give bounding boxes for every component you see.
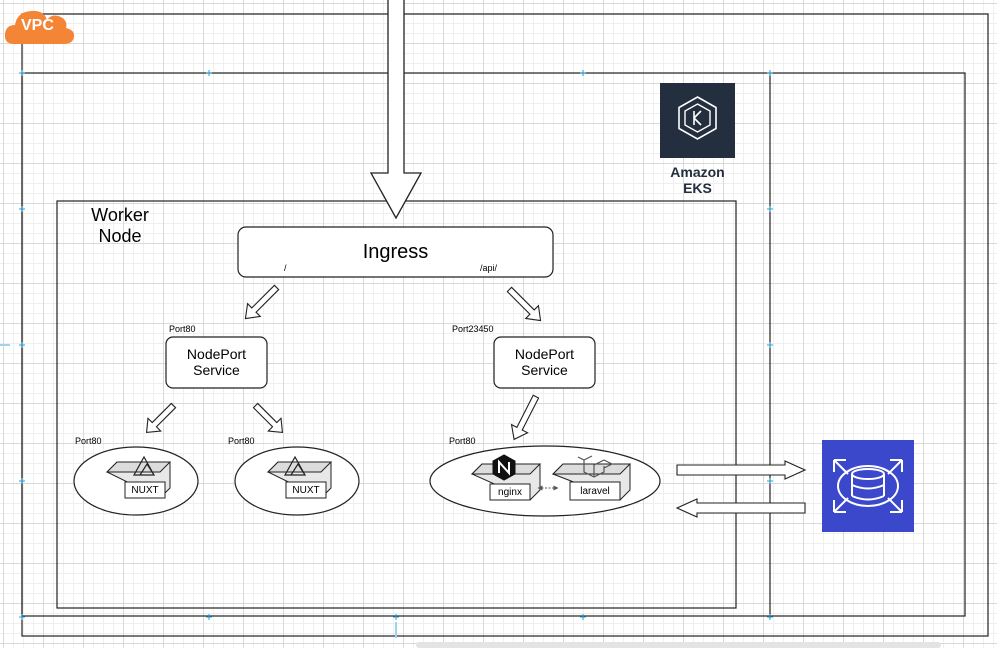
arrow-service-to-nuxt-pod-1 <box>145 402 177 434</box>
service-label-line1: NodePort <box>514 346 575 362</box>
service-port-label: Port23450 <box>452 324 494 334</box>
rds-database-icon <box>822 440 914 532</box>
service-port-label: Port80 <box>169 324 196 334</box>
arrow-service-to-nuxt-pod-2 <box>252 402 284 434</box>
container-label-laravel: laravel <box>580 486 610 497</box>
eks-label-line1: Amazon <box>670 164 725 180</box>
nodeport-service-label-api: NodePort Service <box>494 346 595 378</box>
eks-label-line2: EKS <box>683 180 712 197</box>
worker-node-label: Worker Node <box>80 205 160 246</box>
eks-label: Amazon EKS <box>660 164 735 196</box>
pod-port-label: Port80 <box>449 436 476 446</box>
arrow-pod-to-rds <box>676 460 807 480</box>
vpc-boundary <box>21 13 989 637</box>
laravel-icon <box>577 455 614 478</box>
ingress-box[interactable] <box>237 226 554 278</box>
nodeport-service-box-api[interactable] <box>493 336 596 389</box>
vpc-cloud-icon <box>4 10 75 44</box>
nodeport-service-label-frontend: NodePort Service <box>166 346 267 378</box>
container-nuxt-1 <box>105 455 172 499</box>
container-laravel <box>551 455 632 501</box>
arrow-ingress-to-frontend-service <box>244 284 280 320</box>
ingress-path-root: / <box>284 263 287 273</box>
service-label-line1: NodePort <box>186 346 247 362</box>
ingress-path-api: /api/ <box>480 263 498 273</box>
container-nuxt-2 <box>266 455 333 499</box>
arrow-service-to-api-pod <box>510 394 540 441</box>
worker-node-line1: Worker <box>91 205 149 225</box>
service-label-line2: Service <box>193 362 240 379</box>
worker-node-line2: Node <box>98 225 142 246</box>
nuxt-icon <box>283 455 307 476</box>
vpc-label: VPC <box>21 17 54 34</box>
container-label-nginx: nginx <box>498 487 522 498</box>
kubernetes-icon <box>660 83 735 158</box>
nodeport-service-box-frontend[interactable] <box>165 336 268 389</box>
arrow-ingress-to-api-service <box>506 286 542 322</box>
service-label-line2: Service <box>521 362 568 379</box>
horizontal-scrollbar[interactable] <box>416 642 941 648</box>
container-nginx <box>470 454 542 501</box>
flow-arrows <box>145 284 807 518</box>
selection-handles <box>19 70 773 620</box>
nuxt-icon <box>132 455 156 476</box>
ingress-title: Ingress <box>362 241 429 263</box>
container-label-nuxt: NUXT <box>292 485 320 496</box>
arrow-rds-to-pod <box>675 498 806 518</box>
incoming-traffic-arrow <box>369 0 423 220</box>
container-label-nuxt: NUXT <box>131 485 159 496</box>
pod-port-label: Port80 <box>228 436 255 446</box>
pod-port-label: Port80 <box>75 436 102 446</box>
